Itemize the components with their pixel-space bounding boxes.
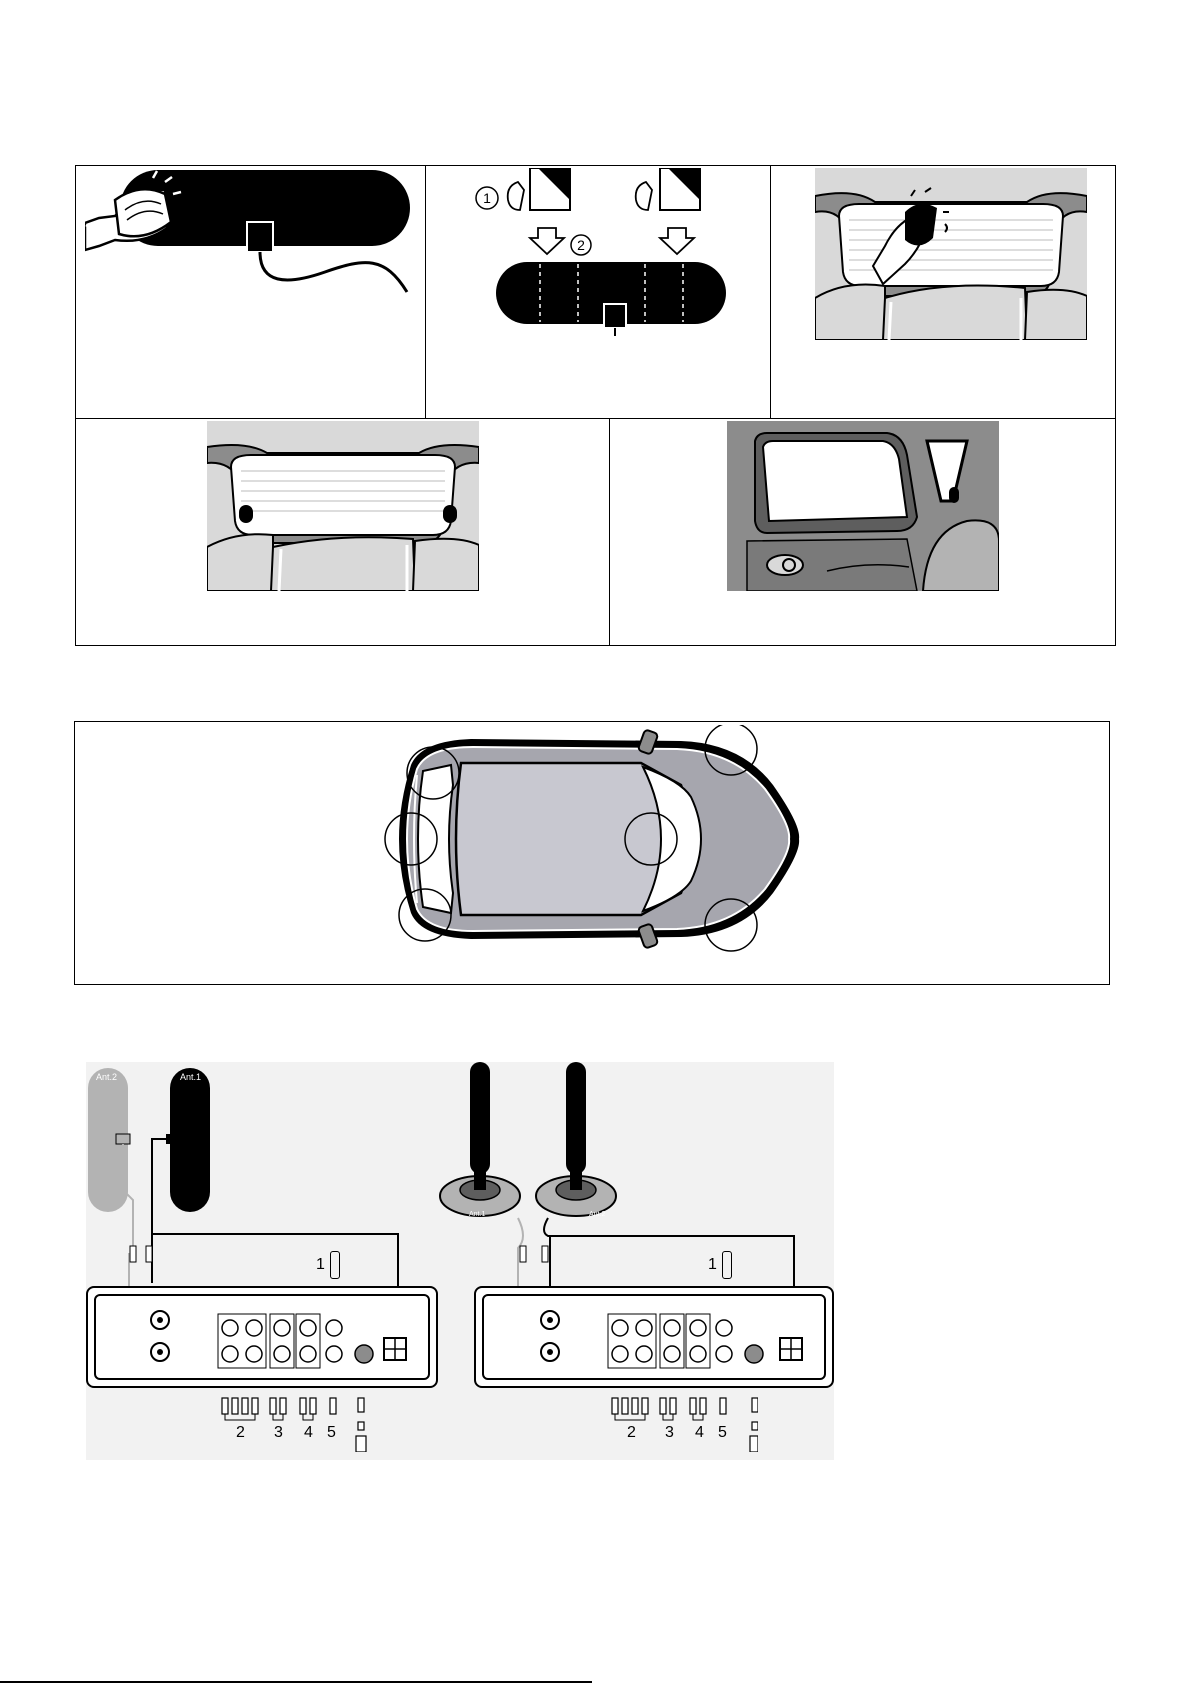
connector-4-label-left: 4: [304, 1424, 313, 1442]
step-rear-window-mount-illustration: [207, 421, 479, 591]
grid-divider-v3: [609, 418, 610, 646]
footnote-rule: [0, 1681, 592, 1683]
grid-divider-v1: [425, 165, 426, 418]
step-clean-window-illustration: [815, 168, 1087, 340]
ant1-label-left: Ant.1: [180, 1072, 201, 1082]
rca-plug-icon-right: [722, 1251, 732, 1279]
rca-plug-icon-left: [330, 1251, 340, 1279]
step-side-window-mount-illustration: [727, 421, 999, 591]
car-top-view-illustration: [381, 725, 811, 953]
grid-divider-v2: [770, 165, 771, 418]
ant2-label-left: Ant.2: [96, 1072, 117, 1082]
step-1-marker: 1: [483, 190, 491, 206]
step-2-marker: 2: [577, 237, 585, 253]
connector-1-label-right: 1: [708, 1256, 717, 1274]
connector-1-label-left: 1: [316, 1256, 325, 1274]
connector-3-label-right: 3: [665, 1424, 674, 1442]
connector-5-label-left: 5: [327, 1424, 336, 1442]
connector-legend-left-graphic: [218, 1394, 368, 1452]
receiver-right-panel-graphic: [530, 1300, 810, 1374]
connector-2-label-left: 2: [236, 1424, 245, 1442]
step-clean-antenna-illustration: [85, 168, 415, 298]
step-peel-film-illustration: 1 2: [470, 168, 732, 340]
connector-3-label-left: 3: [274, 1424, 283, 1442]
receiver-left-panel-graphic: [140, 1300, 420, 1374]
connector-2-label-right: 2: [627, 1424, 636, 1442]
grid-divider-h: [75, 418, 1116, 419]
connector-4-label-right: 4: [695, 1424, 704, 1442]
connector-5-label-right: 5: [718, 1424, 727, 1442]
connector-legend-right-graphic: [608, 1394, 758, 1452]
